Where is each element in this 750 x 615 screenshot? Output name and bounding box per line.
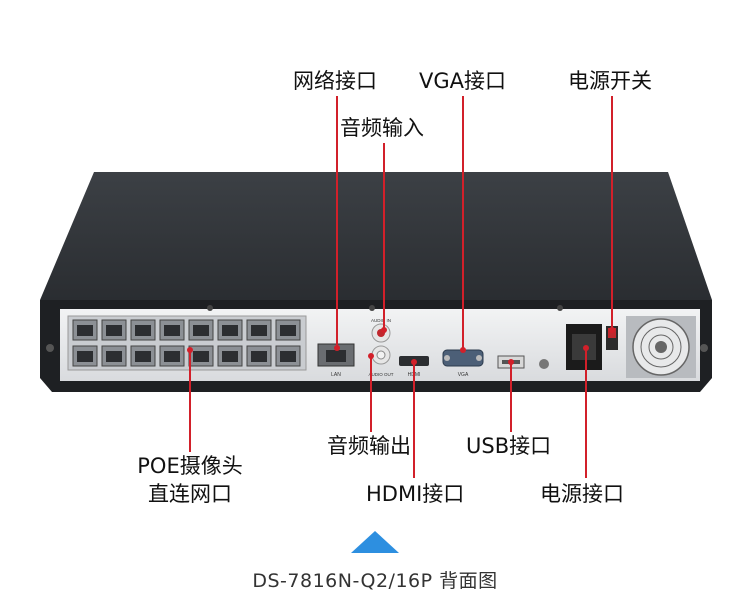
label-poe-line1: POE摄像头 (137, 454, 243, 478)
label-audio-in: 音频输入 (340, 116, 424, 140)
label-vga-port: VGA接口 (419, 69, 507, 93)
leader-lines (189, 96, 613, 478)
label-power-switch: 电源开关 (568, 69, 652, 93)
chassis-top (40, 172, 712, 300)
label-hdmi-port: HDMI接口 (366, 482, 465, 506)
label-power-port: 电源接口 (540, 482, 624, 506)
cooling-fan (626, 316, 696, 378)
label-poe-line2: 直连网口 (148, 482, 232, 506)
label-audio-out: 音频输出 (327, 434, 411, 458)
vga-mark: VGA (458, 372, 469, 378)
audio-out-mark: AUDIO OUT (368, 372, 393, 377)
label-usb-port: USB接口 (466, 434, 552, 458)
accent-triangle (351, 531, 399, 553)
poe-port-block (67, 315, 307, 371)
lan-mark: LAN (331, 372, 341, 378)
ground-screw (539, 359, 549, 369)
audio-in-mark: AUDIO IN (371, 318, 391, 323)
label-network-port: 网络接口 (293, 69, 377, 93)
figure-caption: DS-7816N-Q2/16P 背面图 (252, 570, 498, 592)
